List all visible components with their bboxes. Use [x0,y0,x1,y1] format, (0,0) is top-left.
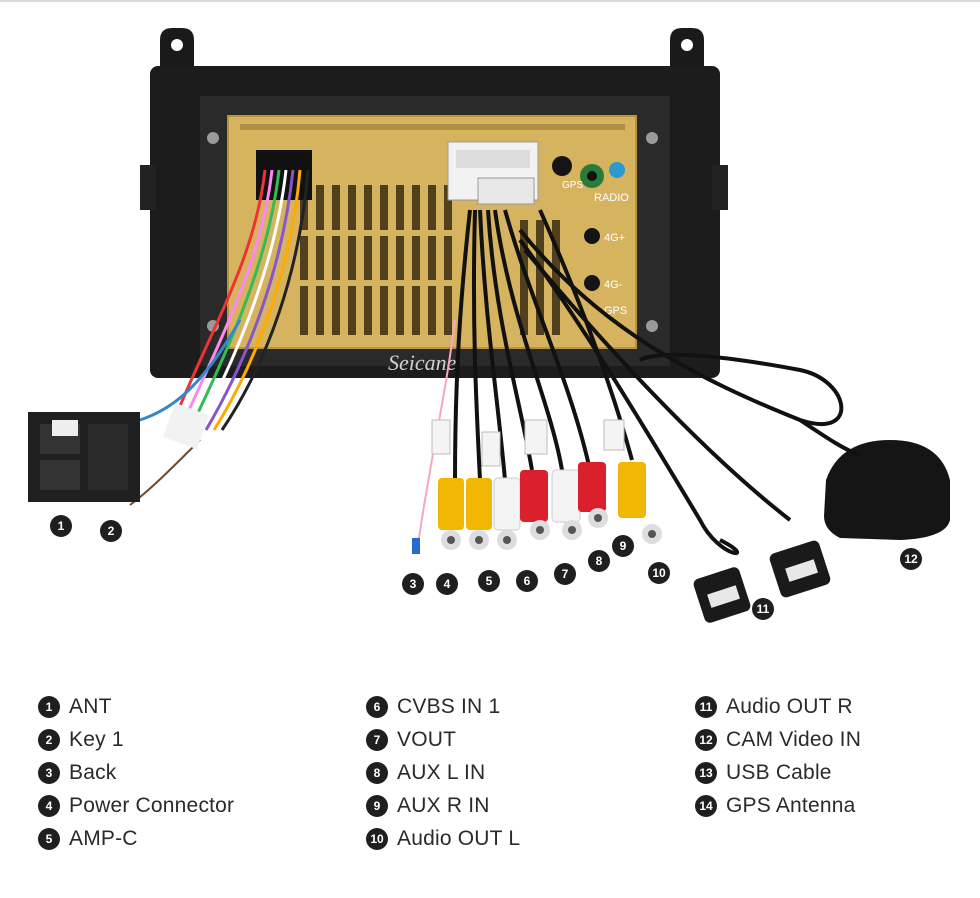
legend-column-3: 11 Audio OUT R 12 CAM Video IN 13 USB Cable… [695,690,861,822]
legend-item: 12 CAM Video IN [695,723,861,756]
legend-item: 6 CVBS IN 1 [366,690,520,723]
legend-label: CVBS IN 1 [397,694,501,718]
legend-item: 13 USB Cable [695,756,861,789]
top-divider [0,0,980,2]
legend-label: Power Connector [69,793,235,817]
legend-item: 10 Audio OUT L [366,822,520,855]
legend-label: AUX L IN [397,760,486,784]
legend-item: 1 ANT [38,690,234,723]
legend-label: Audio OUT L [397,826,521,850]
legend-number: 14 [695,794,717,817]
legend-item: 3 Back [38,756,234,789]
legend-number: 1 [38,695,60,718]
callout-6: 6 [516,570,538,592]
legend-label: AUX R IN [397,793,490,817]
legend-item: 14 GPS Antenna [695,789,861,822]
legend-item: 5 AMP-C [38,822,234,855]
callout-4: 4 [436,573,458,595]
legend-number: 11 [695,695,717,718]
legend-item: 9 AUX R IN [366,789,520,822]
legend-number: 10 [366,827,388,850]
legend-label: Key 1 [69,727,124,751]
callout-8: 8 [588,550,610,572]
callout-12: 12 [900,548,922,570]
legend-label: USB Cable [726,760,832,784]
legend-number: 8 [366,761,388,784]
legend-label: VOUT [397,727,457,751]
legend-number: 5 [38,827,60,850]
callout-10: 10 [648,562,670,584]
port-label-4g-plus: 4G+ [604,232,625,244]
legend-label: GPS Antenna [726,793,856,817]
callout-2: 2 [100,520,122,542]
legend-number: 13 [695,761,717,784]
legend-item: 8 AUX L IN [366,756,520,789]
legend-number: 6 [366,695,388,718]
product-rear-photo: GPS RADIO 4G+ 4G- GPS Seicane [28,28,950,623]
legend-label: AMP-C [69,826,138,850]
callout-5: 5 [478,570,500,592]
callout-9: 9 [612,535,634,557]
callout-11: 11 [752,598,774,620]
legend-item: 7 VOUT [366,723,520,756]
legend-number: 12 [695,728,717,751]
port-label-gps-2: GPS [604,305,627,317]
legend-label: Audio OUT R [726,694,853,718]
legend-number: 9 [366,794,388,817]
watermark-logo: Seicane [388,350,457,375]
legend-column-2: 6 CVBS IN 1 7 VOUT 8 AUX L IN 9 AUX R IN 10 A… [366,690,520,855]
legend-number: 2 [38,728,60,751]
legend-label: CAM Video IN [726,727,862,751]
legend-label: Back [69,760,117,784]
callout-1: 1 [50,515,72,537]
callout-3: 3 [402,573,424,595]
port-label-4g-minus: 4G- [604,279,623,291]
legend-number: 7 [366,728,388,751]
legend-item: 4 Power Connector [38,789,234,822]
legend-label: ANT [69,694,112,718]
port-label-radio: RADIO [594,192,629,204]
legend-number: 4 [38,794,60,817]
callout-7: 7 [554,563,576,585]
port-label-gps: GPS [562,180,583,191]
legend-item: 2 Key 1 [38,723,234,756]
legend-column-1: 1 ANT 2 Key 1 3 Back 4 Power Connector 5 AMP-… [38,690,234,855]
legend-item: 11 Audio OUT R [695,690,861,723]
legend-number: 3 [38,761,60,784]
